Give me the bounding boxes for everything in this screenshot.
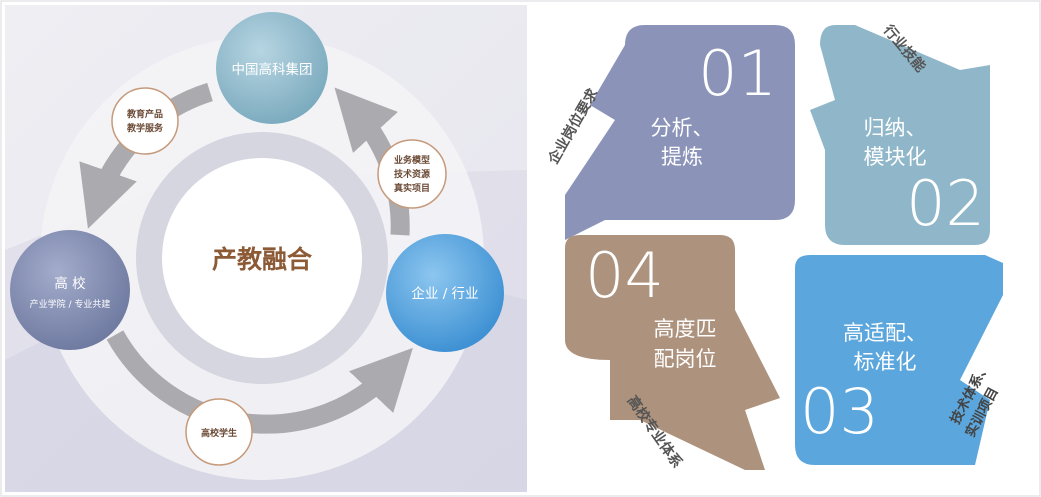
quadrant-03-line2: 标准化 (854, 350, 917, 374)
quadrant-01-line2: 提炼 (661, 145, 703, 169)
bubble-education-products (111, 87, 179, 155)
bubble-business-resources-line1: 业务模型 (394, 154, 430, 166)
right-panel: 01 分析、 提炼 企业岗位要求 02 归纳、 模块化 行业技能 03 高适配、… (530, 5, 1036, 492)
quadrant-03-line1: 高适配、 (843, 321, 927, 345)
node-enterprise (386, 234, 504, 352)
left-panel: 产教融合 中国高科集团 企业 / 行业 高 校 产业学院 / 专业共建 教育产品… (5, 5, 527, 492)
quadrant-02-number: 02 (906, 167, 985, 240)
node-university-title: 高 校 (54, 275, 86, 292)
quadrant-01-number: 01 (698, 37, 777, 110)
inner-circle (162, 158, 362, 358)
node-enterprise-label: 企业 / 行业 (411, 285, 478, 302)
bubble-business-resources-line3: 真实项目 (394, 182, 430, 194)
bubble-students (185, 398, 253, 466)
bubble-business-resources-line2: 技术资源 (394, 168, 430, 180)
quadrant-04-shape (565, 235, 780, 470)
node-gaoke-group-label: 中国高科集团 (232, 61, 313, 78)
node-university-sub: 产业学院 / 专业共建 (30, 298, 111, 310)
quadrant-03-number: 03 (800, 375, 879, 448)
quadrant-04-number: 04 (585, 239, 664, 312)
quadrant-02-line2: 模块化 (864, 145, 927, 169)
center-label: 产教融合 (212, 245, 313, 274)
node-gaoke-group (216, 12, 328, 124)
quadrant-04-line1: 高度匹 (654, 317, 717, 341)
bubble-education-products-line1: 教育产品 (126, 108, 163, 120)
quadrant-03-shape (795, 255, 1003, 465)
quadrant-01-line1: 分析、 (651, 116, 714, 140)
bubble-business-resources (377, 139, 447, 209)
bubble-students-label: 高校学生 (201, 427, 237, 439)
quadrant-04-line2: 配岗位 (654, 347, 717, 371)
quadrant-02-shape (810, 25, 990, 245)
quadrant-01-shape (565, 25, 795, 240)
node-university (10, 230, 130, 350)
bubble-education-products-line2: 教学服务 (126, 122, 164, 134)
quadrant-02-line1: 归纳、 (864, 116, 927, 140)
